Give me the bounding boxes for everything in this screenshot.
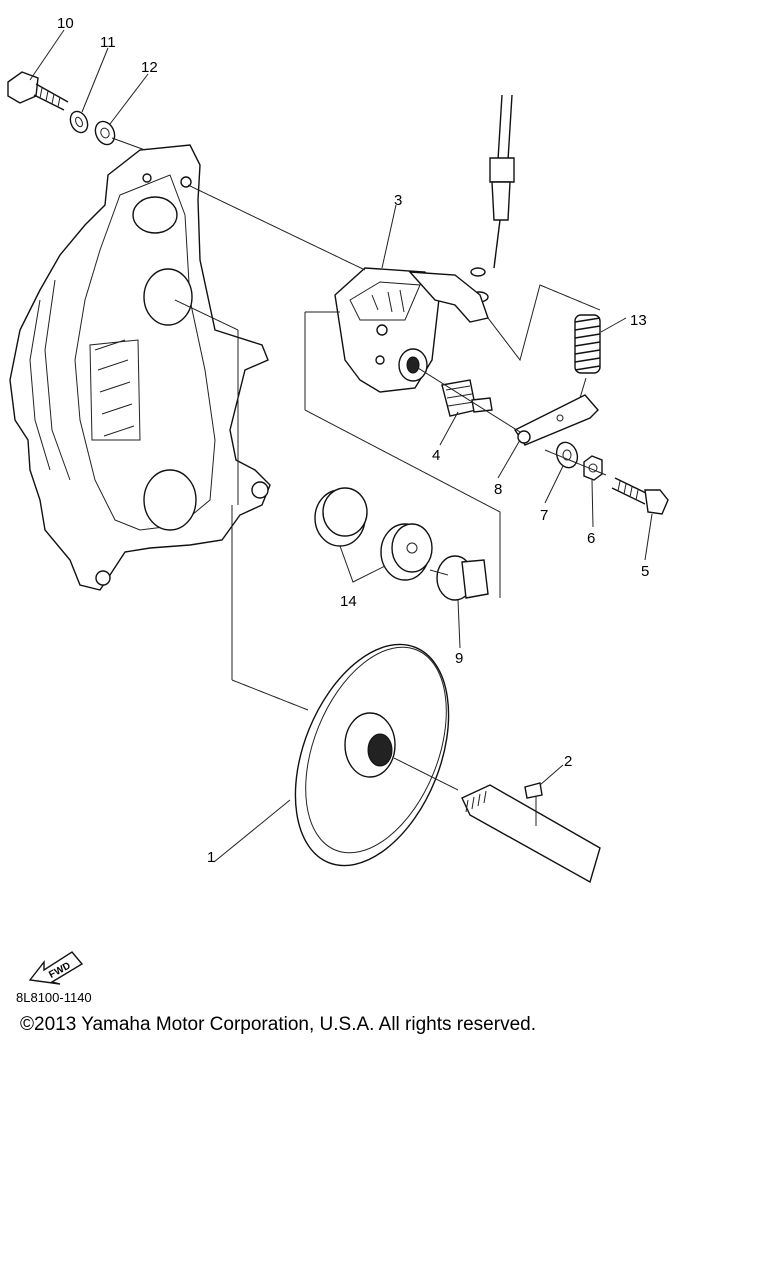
fwd-arrow-icon: FWD	[28, 951, 84, 985]
drive-shaft	[461, 784, 601, 884]
label-part-5: 5	[641, 563, 649, 580]
sheave-1	[294, 643, 450, 867]
key-2	[524, 782, 543, 799]
label-part-10: 10	[57, 15, 74, 32]
label-part-4: 4	[432, 447, 440, 464]
roller-14	[380, 523, 433, 581]
washer-11	[69, 110, 89, 134]
label-part-3: 3	[394, 192, 402, 209]
label-part-11: 11	[100, 34, 116, 51]
shaft-9	[436, 555, 489, 601]
bolt-5	[611, 477, 669, 515]
label-part-6: 6	[587, 530, 595, 547]
washer-12	[94, 120, 116, 146]
label-part-14: 14	[340, 593, 357, 610]
assembly-lines	[174, 184, 607, 826]
lever-8	[513, 394, 599, 446]
leader-lines	[29, 29, 653, 863]
shaft-4	[441, 379, 493, 417]
bolt-10	[7, 71, 69, 111]
nut-6	[583, 455, 603, 481]
part-number-labels: 1 2 3 4 5 6 7 8 9 10 11 12 13 14	[57, 15, 649, 866]
label-part-12: 12	[141, 59, 158, 76]
label-part-7: 7	[540, 507, 548, 524]
label-part-8: 8	[494, 481, 502, 498]
throttle-cable	[469, 94, 515, 303]
label-part-1: 1	[207, 849, 215, 866]
copyright-notice: ©2013 Yamaha Motor Corporation, U.S.A. A…	[20, 1014, 536, 1035]
label-part-13: 13	[630, 312, 647, 329]
cap-14	[314, 487, 368, 547]
diagram-reference-code: 8L8100-1140	[16, 990, 92, 1005]
label-part-2: 2	[564, 753, 572, 770]
engine-case-housing	[9, 144, 271, 591]
label-part-9: 9	[455, 650, 463, 667]
bracket-3	[334, 267, 489, 393]
spring-13	[574, 314, 601, 374]
